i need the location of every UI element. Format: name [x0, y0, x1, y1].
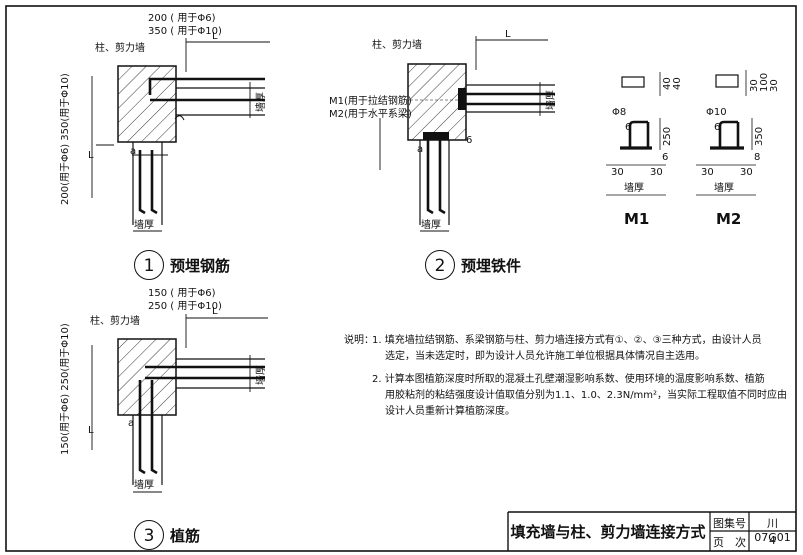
- detail-3-length-label: L: [212, 306, 218, 317]
- detail-2-number-circle: 2: [425, 250, 455, 280]
- m2-drawing: [696, 70, 756, 196]
- detail-1-wall-thickness: 墙厚: [256, 92, 267, 112]
- m1-left-30: 30: [611, 167, 624, 178]
- m2-name: M2: [716, 210, 742, 228]
- detail-3-drawing: [91, 314, 268, 493]
- m2-dim-30-bottom: 30: [769, 79, 780, 92]
- detail-1-side-length: L: [88, 150, 94, 161]
- m1-plate-thickness: 6: [662, 152, 669, 163]
- m1-weld: 6: [625, 122, 632, 133]
- note-1-line-2: 选定，当未选定时，即为设计人员允许施工单位根据具体情况自主选用。: [385, 351, 705, 362]
- detail-1-spacing-a: 200 ( 用于Φ6): [148, 13, 216, 24]
- m2-bar-size: Φ10: [706, 107, 727, 118]
- detail-2-column-label: 柱、剪力墙: [372, 40, 422, 51]
- detail-1-drawing: [91, 38, 270, 232]
- detail-3-wall-thickness: 墙厚: [256, 365, 267, 385]
- m2-left-30: 30: [701, 167, 714, 178]
- detail-3-side-length: L: [88, 425, 94, 436]
- detail-3-spacing-a: 150 ( 用于Φ6): [148, 288, 216, 299]
- m2-height: 350: [754, 126, 765, 146]
- m2-wall-thickness: 墙厚: [714, 183, 734, 194]
- detail-2-length-label: L: [505, 29, 511, 40]
- detail-2-wall-thickness: 墙厚: [546, 90, 557, 110]
- detail-1-number-circle: 1: [134, 250, 164, 280]
- detail-2-gap: 6: [466, 135, 473, 146]
- detail-3-caption: 植筋: [170, 527, 201, 545]
- note-2-line-1: 2. 计算本图植筋深度时所取的混凝土孔壁潮湿影响系数、使用环境的温度影响系数、植…: [372, 374, 765, 385]
- title-block-page-label: 页 次: [713, 536, 746, 549]
- note-2-line-3: 设计人员重新计算植筋深度。: [385, 406, 515, 417]
- m2-plate-thickness: 8: [754, 152, 761, 163]
- m1-bar-size: Φ8: [612, 107, 627, 118]
- detail-3-number-circle: 3: [134, 520, 164, 550]
- m2-weld: 6: [714, 122, 721, 133]
- detail-1-side-spacing: 200(用于Φ6) 350(用于Φ10): [60, 73, 71, 205]
- detail-2-m1-note: M1(用于拉结钢筋): [329, 96, 412, 107]
- note-2-line-2: 用胶粘剂的粘结强度设计值取值分别为1.1、1.0、2.3N/mm²，当实际工程取…: [385, 390, 788, 401]
- m1-dim-40-bottom: 40: [672, 77, 683, 90]
- detail-1-spacing-b: 350 ( 用于Φ10): [148, 26, 222, 37]
- m2-right-30: 30: [740, 167, 753, 178]
- detail-3-column-label: 柱、剪力墙: [90, 316, 140, 327]
- detail-3-anchor-a: a: [128, 418, 135, 429]
- detail-1-caption: 预埋钢筋: [170, 257, 231, 275]
- m1-wall-thickness: 墙厚: [624, 183, 644, 194]
- detail-2-wall-thickness-bottom: 墙厚: [421, 220, 441, 231]
- detail-1-length-label: L: [212, 31, 218, 42]
- detail-2-m2-note: M2(用于水平系梁): [329, 109, 412, 120]
- detail-2-drawing: [379, 36, 555, 232]
- title-block-page-number: 4: [769, 534, 776, 547]
- detail-3-spacing-b: 250 ( 用于Φ10): [148, 301, 222, 312]
- m1-right-30: 30: [650, 167, 663, 178]
- detail-2-anchor-a: a: [417, 144, 424, 155]
- m1-name: M1: [624, 210, 650, 228]
- detail-1-column-label: 柱、剪力墙: [95, 43, 145, 54]
- title-block-atlas-number: 川07G01: [754, 517, 791, 544]
- detail-1-wall-thickness-bottom: 墙厚: [134, 220, 154, 231]
- note-1-line-1: 1. 填充墙拉结钢筋、系梁钢筋与柱、剪力墙连接方式有①、②、③三种方式，由设计人…: [372, 335, 762, 346]
- detail-3-wall-thickness-bottom: 墙厚: [134, 480, 154, 491]
- sheet-border: [5, 5, 797, 552]
- detail-3-side-spacing: 150(用于Φ6) 250(用于Φ10): [60, 323, 71, 455]
- detail-2-caption: 预埋铁件: [461, 257, 522, 275]
- title-block-title: 填充墙与柱、剪力墙连接方式: [510, 523, 706, 541]
- detail-1-anchor-a: a: [130, 146, 137, 157]
- notes-heading: 说明：: [344, 335, 374, 346]
- m1-drawing: [606, 72, 666, 196]
- m1-height: 250: [662, 126, 673, 146]
- title-block-frame: [507, 511, 796, 551]
- title-block-atlas-label: 图集号: [713, 517, 746, 530]
